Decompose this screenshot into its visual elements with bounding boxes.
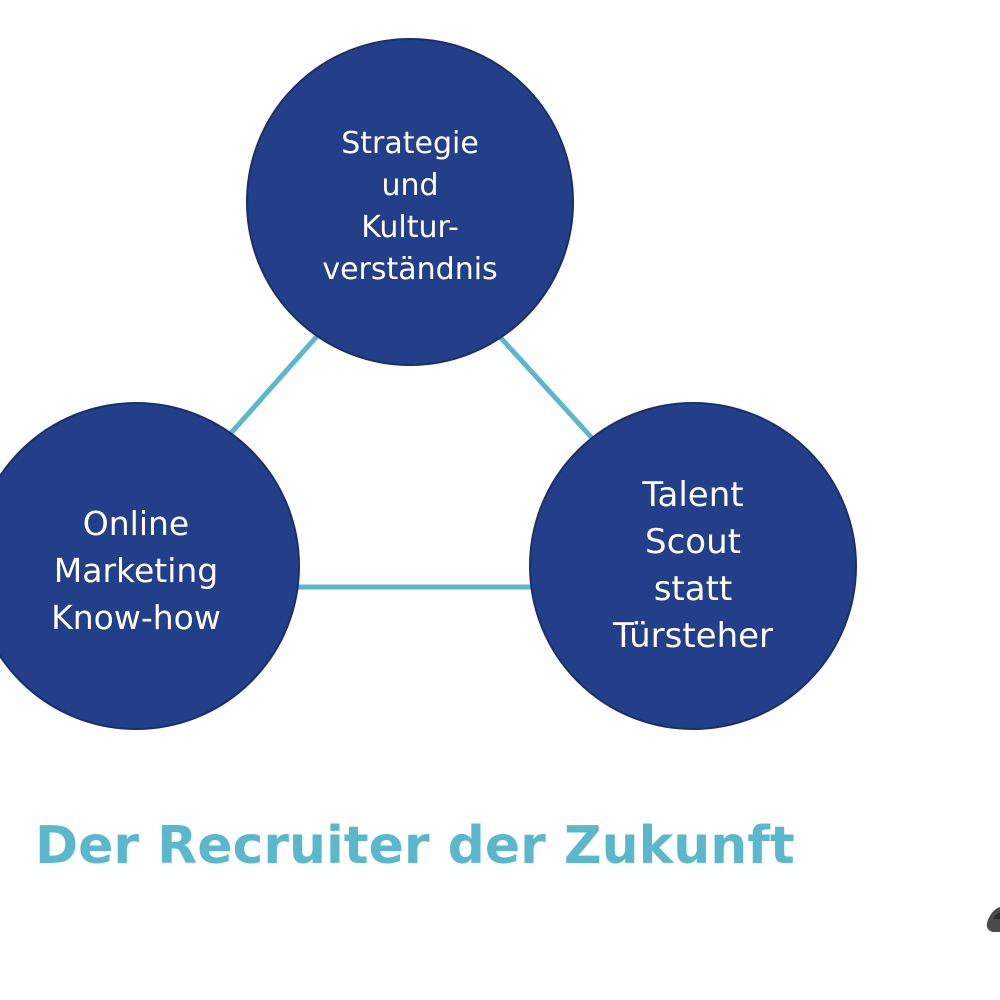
connector-top-right bbox=[497, 334, 595, 441]
node-strategy-culture: Strategie und Kultur- verständnis bbox=[322, 126, 498, 287]
connector-top-left bbox=[229, 332, 321, 435]
node-circle-left bbox=[0, 402, 300, 730]
corner-figure-icon bbox=[986, 907, 1000, 932]
slide-title: Der Recruiter der Zukunft bbox=[35, 816, 795, 876]
node-talent-scout: Talent Scout statt Türsteher bbox=[612, 475, 774, 656]
node-online-marketing: Online Marketing Know-how bbox=[51, 503, 221, 637]
node-circle-right bbox=[529, 402, 857, 730]
node-circle-top bbox=[246, 38, 574, 366]
